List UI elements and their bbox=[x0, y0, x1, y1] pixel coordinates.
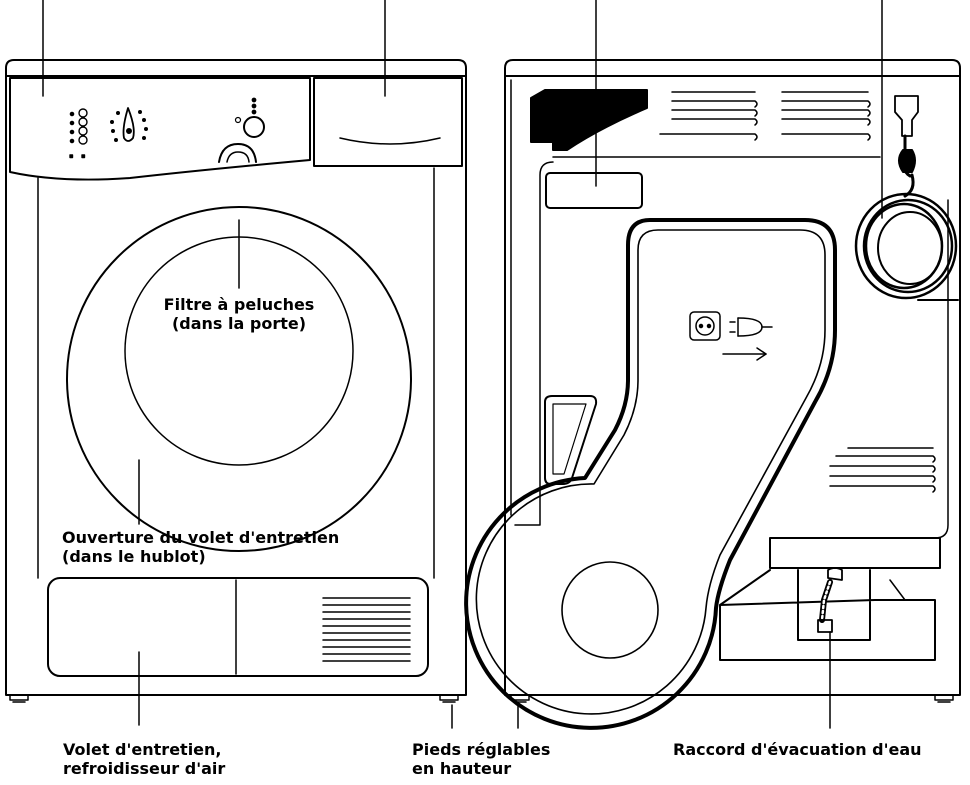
label-lint-filter-line1: Filtre à peluches bbox=[163, 295, 315, 314]
program-dial-icon bbox=[110, 107, 148, 142]
leader-lines bbox=[42, 0, 883, 729]
power-cord-icon bbox=[854, 95, 959, 301]
side-grille bbox=[544, 395, 598, 485]
program-leds bbox=[69, 108, 88, 159]
label-service-flap-opening-line1: Ouverture du volet d'entretien bbox=[62, 528, 340, 547]
label-service-flap-opening-line2: (dans le hublot) bbox=[62, 547, 206, 566]
label-service-flap-line1: Volet d'entretien, bbox=[63, 740, 222, 759]
front-feet bbox=[9, 694, 459, 703]
service-flap bbox=[47, 577, 429, 677]
start-button-icon bbox=[234, 97, 265, 138]
drain-hose-icon bbox=[817, 567, 843, 633]
front-body-outline bbox=[5, 59, 467, 696]
back-view bbox=[464, 59, 961, 730]
drawer-handle bbox=[339, 137, 441, 145]
label-service-flap-opening: Ouverture du volet d'entretien (dans le … bbox=[62, 528, 402, 566]
top-vents bbox=[659, 91, 871, 141]
inner-panel-left bbox=[514, 161, 554, 526]
top-bracket bbox=[530, 89, 648, 151]
back-feet bbox=[510, 694, 954, 703]
bottom-vents bbox=[829, 447, 936, 493]
label-adjustable-feet-line2: en hauteur bbox=[412, 759, 512, 778]
door-knob-icon bbox=[218, 143, 257, 163]
front-view bbox=[5, 59, 467, 703]
label-service-flap-line2: refroidisseur d'air bbox=[63, 759, 226, 778]
drum-outlet bbox=[561, 561, 659, 659]
drain-housing-edge bbox=[889, 579, 906, 601]
label-adjustable-feet: Pieds réglables en hauteur bbox=[412, 740, 582, 778]
condenser-duct-outer bbox=[464, 218, 837, 730]
door-ring bbox=[66, 206, 412, 552]
service-flap-vents bbox=[322, 597, 411, 662]
inner-panel-right bbox=[769, 199, 949, 539]
condenser-duct-inner bbox=[475, 229, 826, 715]
drain-bracket-top bbox=[769, 537, 941, 569]
rating-plate bbox=[545, 172, 643, 209]
side-grille-inner bbox=[552, 403, 587, 475]
drain-housing bbox=[719, 569, 936, 661]
label-drain-connection: Raccord d'évacuation d'eau bbox=[673, 740, 968, 759]
label-service-flap: Volet d'entretien, refroidisseur d'air bbox=[63, 740, 283, 778]
back-body-outline bbox=[504, 59, 961, 696]
label-lint-filter: Filtre à peluches (dans la porte) bbox=[149, 295, 329, 333]
label-lint-filter-line2: (dans la porte) bbox=[171, 314, 307, 333]
plug-icon bbox=[689, 311, 773, 341]
label-drain-connection-text: Raccord d'évacuation d'eau bbox=[673, 740, 922, 759]
label-adjustable-feet-line1: Pieds réglables bbox=[412, 740, 551, 759]
direction-arrow-icon bbox=[722, 347, 767, 361]
control-panel bbox=[9, 77, 311, 181]
drawer-panel bbox=[313, 77, 463, 167]
